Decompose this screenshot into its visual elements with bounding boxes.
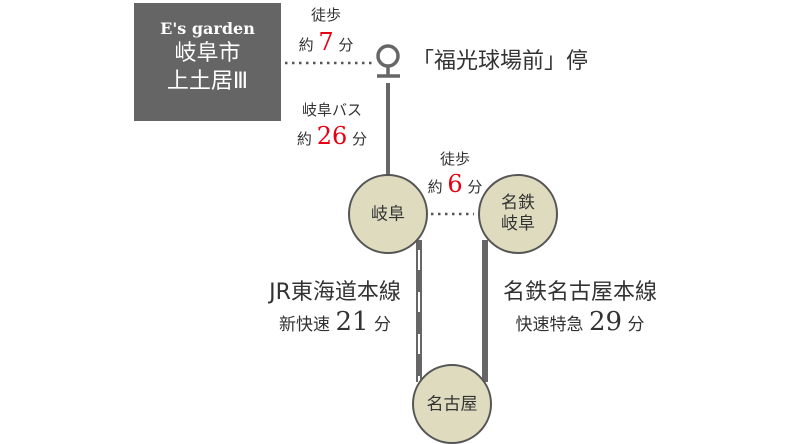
walk2-unit: 分 — [467, 178, 483, 196]
bus-label: 岐阜バス — [301, 101, 363, 119]
property-area: 上土居Ⅲ — [166, 69, 249, 94]
jr-line-name: JR東海道本線 — [269, 280, 401, 305]
station-gifu — [348, 174, 428, 254]
jr-time: 新快速 21 分 — [279, 309, 391, 335]
station-meitetsu-label-line2: 岐阜 — [501, 214, 535, 234]
meitetsu-time: 快速特急 29 分 — [516, 309, 645, 335]
bus-unit: 分 — [352, 130, 368, 148]
jr-minutes: 21 — [335, 307, 369, 337]
walk2-prefix: 約 — [427, 178, 443, 196]
walk1-label: 徒歩 — [310, 6, 342, 24]
meitetsu-line-name: 名鉄名古屋本線 — [502, 280, 658, 305]
station-gifu-label: 岐阜 — [371, 204, 405, 225]
bus-time: 約 26 分 — [297, 124, 367, 148]
bus-prefix: 約 — [296, 130, 312, 148]
meitetsu-minutes: 29 — [588, 307, 623, 337]
walk2-minutes: 6 — [447, 170, 463, 198]
bus-stop-name: 「福光球場前」停 — [412, 49, 589, 74]
walk1-prefix: 約 — [298, 36, 314, 54]
walk1-minutes: 7 — [318, 28, 334, 56]
bus-minutes: 26 — [316, 122, 348, 150]
station-meitetsu-gifu — [478, 174, 558, 254]
walk1-time: 約 7 分 — [299, 30, 354, 54]
station-meitetsu-gifu-label: 名鉄 岐阜 — [501, 193, 535, 236]
property-brand: E's garden — [160, 19, 255, 38]
property-city: 岐阜市 — [174, 41, 241, 66]
jr-service: 新快速 — [279, 315, 331, 335]
walk1-unit: 分 — [338, 36, 354, 54]
bus-stop-icon — [376, 44, 400, 78]
jr-unit: 分 — [373, 315, 391, 335]
station-nagoya-label: 名古屋 — [426, 394, 478, 415]
station-nagoya — [412, 364, 492, 444]
walk2-time: 約 6 分 — [428, 172, 483, 196]
meitetsu-service: 快速特急 — [515, 315, 584, 335]
meitetsu-unit: 分 — [627, 315, 645, 335]
walk2-label: 徒歩 — [439, 150, 471, 168]
property-box: E's garden 岐阜市 上土居Ⅲ — [134, 3, 281, 121]
station-meitetsu-label-line1: 名鉄 — [501, 192, 535, 213]
